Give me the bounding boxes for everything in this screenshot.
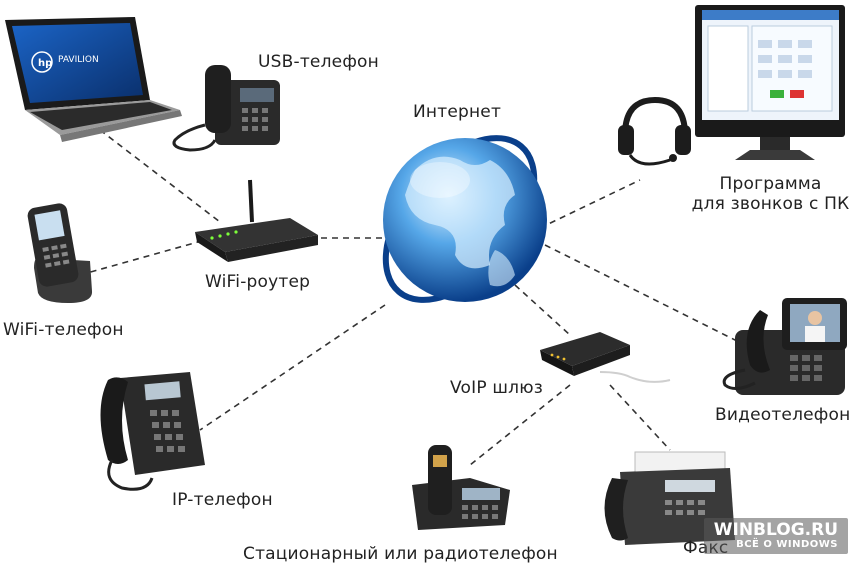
link-laptop-router xyxy=(99,129,221,223)
watermark-line2: ВСЁ О WINDOWS xyxy=(736,539,838,550)
label-ip-phone: IP-телефон xyxy=(172,490,273,510)
label-landline: Стационарный или радиотелефон xyxy=(243,544,558,564)
usb-phone-icon xyxy=(172,65,280,152)
ip-phone-icon xyxy=(100,372,205,491)
link-internet-gateway xyxy=(514,284,571,336)
label-internet: Интернет xyxy=(413,102,502,122)
video-phone-icon xyxy=(722,298,847,395)
landline-phone-icon xyxy=(412,445,510,530)
laptop-brand-text: PAVILION xyxy=(58,55,99,65)
svg-text:hp: hp xyxy=(38,58,52,69)
monitor-icon xyxy=(695,5,845,160)
link-gateway-fax xyxy=(609,384,671,451)
watermark: WINBLOG.RU ВСЁ О WINDOWS xyxy=(703,518,848,554)
connections xyxy=(79,129,746,466)
laptop-icon: hp PAVILION xyxy=(5,17,182,142)
label-wifi-router: WiFi-роутер xyxy=(205,272,311,292)
headset-icon xyxy=(618,96,691,166)
label-video-phone: Видеотелефон xyxy=(715,405,851,425)
label-wifi-phone: WiFi-телефон xyxy=(3,320,124,340)
label-usb-phone: USB-телефон xyxy=(258,52,379,72)
link-internet-pc xyxy=(539,179,641,229)
label-voip-gateway: VoIP шлюз xyxy=(450,378,543,398)
link-wifiphone-router xyxy=(79,239,206,276)
label-pc-program: Программа для звонков с ПК xyxy=(683,174,858,214)
voip-gateway-icon xyxy=(540,332,671,383)
link-internet-videophone xyxy=(544,244,746,346)
watermark-line1: WINBLOG.RU xyxy=(713,520,838,540)
link-internet-ipphone xyxy=(199,304,386,431)
label-pc-program-line1: Программа xyxy=(719,174,822,194)
wifi-phone-icon xyxy=(27,203,93,303)
globe-icon xyxy=(382,135,547,303)
wifi-router-icon xyxy=(195,179,318,262)
label-pc-program-line2: для звонков с ПК xyxy=(691,194,850,214)
